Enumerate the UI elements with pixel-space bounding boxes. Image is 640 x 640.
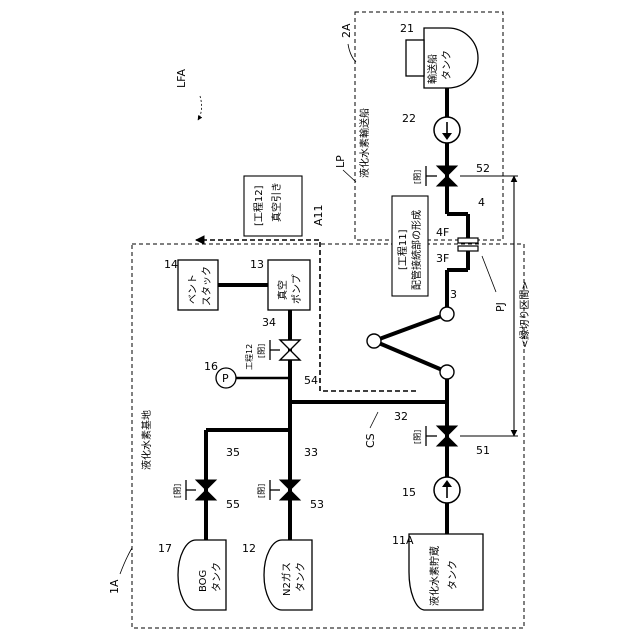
storage-tank-label2: タンク bbox=[447, 560, 459, 590]
step12-small: 工程12 bbox=[245, 344, 254, 370]
valve-55-state: [閉] bbox=[173, 484, 182, 498]
ref-1a: 1A bbox=[108, 579, 121, 594]
leader-lfa bbox=[198, 96, 202, 120]
vacuum-pump-ref: 13 bbox=[250, 258, 264, 271]
ship-region-title: 液化水素輸送船 bbox=[358, 108, 371, 178]
valve-53-state: [閉] bbox=[257, 484, 266, 498]
leader-1a bbox=[120, 548, 132, 574]
n2-tank-ref: 12 bbox=[242, 542, 256, 555]
valve-52-ref: 52 bbox=[476, 162, 490, 175]
valve-53-ref: 53 bbox=[310, 498, 324, 511]
ref-cs: CS bbox=[364, 433, 377, 448]
valve-53 bbox=[280, 480, 300, 500]
ref-lfa: LFA bbox=[175, 69, 188, 88]
n2-tank-label2: タンク bbox=[295, 562, 307, 592]
valve-54-ref: 54 bbox=[304, 374, 318, 387]
ship-pump-ref: 22 bbox=[402, 112, 416, 125]
pipe-3-ref: 3 bbox=[450, 288, 457, 301]
n2-tank-label1: N2ガス bbox=[281, 562, 293, 596]
vent-stack-ref: 14 bbox=[164, 258, 178, 271]
ship-tank-ref: 21 bbox=[400, 22, 414, 35]
flange-4f-ref: 4F bbox=[436, 226, 449, 239]
arm-joint-1 bbox=[440, 307, 454, 321]
pipe-32-ref: 32 bbox=[394, 410, 408, 423]
vacuum-pump-label1: 真空 bbox=[276, 280, 289, 300]
pipe-4-ref: 4 bbox=[478, 196, 485, 209]
step12-title: [工程12] bbox=[253, 185, 265, 226]
arm-joint-2 bbox=[367, 334, 381, 348]
flange-3f-ref: 3F bbox=[436, 252, 449, 265]
ref-a11: A11 bbox=[312, 204, 325, 226]
ship-tank-pad bbox=[406, 40, 424, 76]
pipe-33-ref: 33 bbox=[304, 446, 318, 459]
gauge-ref: 16 bbox=[204, 360, 218, 373]
ship-tank-label2: タンク bbox=[441, 50, 453, 80]
base-region-title: 液化水素基地 bbox=[140, 410, 153, 470]
valve-51-state: [閉] bbox=[413, 430, 422, 444]
leader-lp bbox=[343, 170, 356, 182]
valve-54 bbox=[280, 340, 300, 360]
ref-lp: LP bbox=[334, 155, 347, 168]
loading-arm bbox=[374, 314, 447, 372]
valve-55 bbox=[196, 480, 216, 500]
vacuum-pump bbox=[268, 260, 310, 310]
vent-stack-label2: スタック bbox=[201, 266, 213, 306]
ship-tank-label1: 輸送船 bbox=[426, 54, 439, 84]
step12-desc: 真空引き bbox=[270, 182, 283, 222]
valve-52 bbox=[437, 166, 457, 186]
ref-2a: 2A bbox=[340, 23, 353, 38]
valve-51 bbox=[437, 426, 457, 446]
step11-title: [工程11] bbox=[397, 229, 409, 270]
storage-tank-ref: 11A bbox=[392, 534, 414, 547]
bog-tank-label1: BOG bbox=[198, 570, 209, 592]
bog-tank-label2: タンク bbox=[211, 562, 223, 592]
bog-tank-ref: 17 bbox=[158, 542, 172, 555]
valve-54-state: [閉] bbox=[257, 344, 266, 358]
valve-52-state: [閉] bbox=[413, 170, 422, 184]
valve-51-ref: 51 bbox=[476, 444, 490, 457]
arm-joint-3 bbox=[440, 365, 454, 379]
leader-pj bbox=[482, 256, 496, 292]
flange-4f bbox=[458, 238, 478, 243]
pump-15-ref: 15 bbox=[402, 486, 416, 499]
pipe-34-ref: 34 bbox=[262, 316, 276, 329]
leader-cs bbox=[370, 412, 378, 428]
step11-desc: 配管接続部の形成 bbox=[410, 210, 423, 290]
storage-tank-label1: 液化水素貯蔵 bbox=[428, 546, 441, 606]
isolation-label: <縁切り区間> bbox=[518, 281, 531, 348]
vent-stack-label1: ベント bbox=[187, 274, 199, 304]
flange-3f bbox=[458, 246, 478, 251]
gauge-symbol: P bbox=[222, 372, 229, 385]
pipe-35-ref: 35 bbox=[226, 446, 240, 459]
storage-tank bbox=[409, 534, 483, 610]
ref-pj: PJ bbox=[494, 302, 507, 312]
vacuum-pump-label2: ポンプ bbox=[291, 274, 303, 304]
valve-55-ref: 55 bbox=[226, 498, 240, 511]
